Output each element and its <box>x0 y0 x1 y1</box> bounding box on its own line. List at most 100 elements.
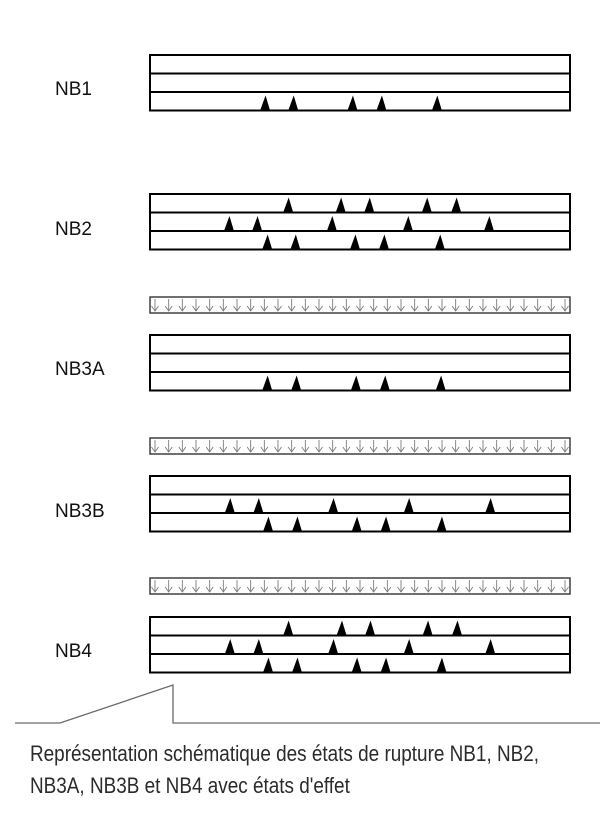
load-arrow <box>492 440 501 453</box>
load-arrow <box>233 440 241 453</box>
load-arrow <box>506 580 515 593</box>
diagram-label: NB4 <box>55 641 92 662</box>
load-arrow <box>356 580 364 593</box>
crack-marker <box>434 234 445 250</box>
load-arrow <box>369 299 378 312</box>
crack-marker <box>351 516 362 532</box>
crack-marker <box>283 620 294 636</box>
load-arrow <box>410 440 419 453</box>
load-arrow <box>274 580 282 593</box>
crack-marker <box>283 197 294 213</box>
load-arrow <box>233 299 241 312</box>
load-arrow <box>451 580 460 593</box>
load-arrow <box>328 580 337 593</box>
crack-marker <box>263 657 274 673</box>
diagram-label: NB2 <box>55 219 92 240</box>
load-arrow <box>356 299 364 312</box>
crack-marker <box>403 498 414 513</box>
load-arrow <box>451 299 460 312</box>
load-arrow <box>342 580 351 593</box>
crack-marker <box>262 234 273 250</box>
crack-marker <box>288 95 299 111</box>
load-arrow <box>533 299 542 312</box>
load-arrow <box>520 299 528 312</box>
load-arrow <box>438 440 446 453</box>
load-arrow <box>178 299 187 312</box>
load-arrow <box>424 580 433 593</box>
diagram-nb3a: NB3A <box>55 296 571 392</box>
load-arrow <box>192 580 200 593</box>
crack-marker <box>253 498 264 513</box>
load-arrow <box>151 440 159 453</box>
load-arrow <box>164 299 173 312</box>
diagram-nb4: NB4 <box>55 577 571 674</box>
load-arrow <box>492 299 501 312</box>
crack-marker <box>224 639 235 654</box>
load-arrow <box>520 580 528 593</box>
crack-marker <box>365 620 376 636</box>
load-arrow <box>397 440 405 453</box>
layered-block <box>149 54 571 112</box>
load-arrow <box>561 580 569 593</box>
load-arrow <box>219 440 228 453</box>
load-arrow <box>315 440 323 453</box>
load-arrow <box>178 580 187 593</box>
crack-marker <box>452 620 463 636</box>
crack-marker <box>328 639 339 654</box>
load-arrow <box>397 299 405 312</box>
load-arrow <box>342 440 351 453</box>
crack-marker <box>263 516 274 532</box>
diagram-nb3b: NB3B <box>55 437 571 533</box>
diagram-label: NB1 <box>55 79 92 100</box>
caption-callout-line <box>15 684 600 724</box>
crack-marker <box>260 95 271 111</box>
distributed-load-bar <box>149 437 571 455</box>
load-arrow <box>246 580 255 593</box>
load-arrow <box>328 440 337 453</box>
load-arrow <box>356 440 364 453</box>
load-arrow <box>287 299 296 312</box>
crack-marker <box>351 657 362 673</box>
crack-marker <box>350 375 361 391</box>
load-arrow <box>410 299 419 312</box>
load-arrow <box>383 580 392 593</box>
load-arrow <box>164 580 173 593</box>
crack-marker <box>347 95 358 111</box>
diagram-label: NB3A <box>55 359 105 380</box>
load-arrow <box>397 580 405 593</box>
layered-block <box>149 616 571 674</box>
load-arrow <box>506 440 515 453</box>
crack-marker <box>328 498 339 513</box>
load-arrow <box>424 299 433 312</box>
load-arrow <box>328 299 337 312</box>
crack-marker <box>252 216 263 231</box>
load-arrow <box>438 299 446 312</box>
crack-marker <box>485 498 496 513</box>
load-arrow <box>383 299 392 312</box>
load-arrow <box>547 299 556 312</box>
load-arrow <box>424 440 433 453</box>
load-arrow <box>205 299 214 312</box>
load-arrow <box>561 299 569 312</box>
load-arrow <box>383 440 392 453</box>
load-arrow <box>151 580 159 593</box>
load-arrow <box>465 440 474 453</box>
load-arrow <box>219 580 228 593</box>
crack-marker <box>376 95 387 111</box>
layered-block <box>149 334 571 392</box>
crack-marker <box>223 216 234 231</box>
load-arrow <box>260 440 269 453</box>
load-arrow <box>246 440 255 453</box>
crack-marker <box>422 620 433 636</box>
diagram-nb1: NB1 <box>55 54 571 112</box>
distributed-load-bar <box>149 577 571 595</box>
load-arrow <box>246 299 255 312</box>
crack-marker <box>326 216 337 231</box>
crack-marker <box>403 639 414 654</box>
layered-block <box>149 475 571 533</box>
crack-marker <box>436 657 447 673</box>
block-outline <box>149 475 571 533</box>
load-arrow <box>178 440 187 453</box>
load-arrow <box>465 580 474 593</box>
